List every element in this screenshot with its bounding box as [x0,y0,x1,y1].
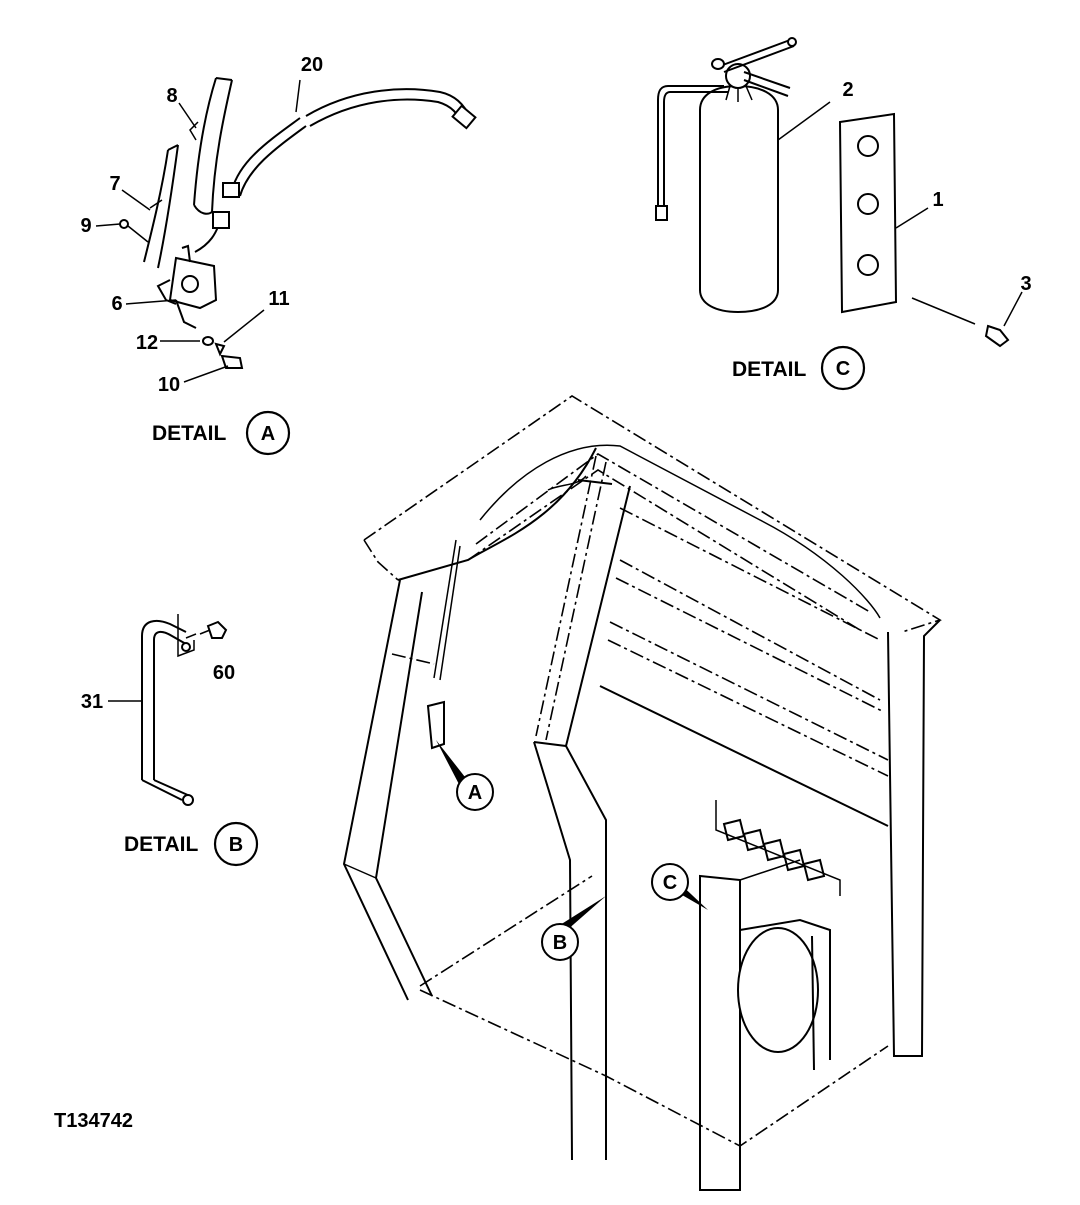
callout-c-letter: C [663,872,677,894]
detail-c-letter: C [836,358,850,380]
cab-structure [342,395,942,1191]
callout-a-letter: A [468,782,482,804]
part-label-20: 20 [301,54,323,76]
part-label-9: 9 [80,215,91,237]
detail-c-drawing [655,37,1023,348]
part-label-31: 31 [81,691,103,713]
detail-a-caption: DETAIL A [152,410,291,456]
part-label-12: 12 [136,332,158,354]
detail-b-drawing [108,614,228,806]
part-label-11: 11 [268,288,289,310]
detail-b-letter: B [229,834,243,856]
figure-id: T134742 [54,1110,133,1132]
part-label-2: 2 [842,79,853,101]
callout-c: C [651,863,689,901]
detail-c-caption: DETAIL C [732,345,866,391]
detail-a-letter: A [261,423,275,445]
part-label-10: 10 [158,374,180,396]
part-label-7: 7 [109,173,120,195]
callout-b-letter: B [553,932,567,954]
part-label-1: 1 [932,189,943,211]
detail-b-caption: DETAIL B [124,821,259,867]
callout-b: B [541,923,579,961]
detail-b-word: DETAIL [124,833,198,856]
detail-a-drawing [95,77,477,383]
detail-a-word: DETAIL [152,422,226,445]
part-label-3: 3 [1020,273,1031,295]
part-label-60: 60 [213,662,235,684]
callout-a: A [456,773,494,811]
detail-c-word: DETAIL [732,358,806,381]
callout-pointers [436,740,708,938]
part-label-8: 8 [166,85,177,107]
part-label-6: 6 [111,293,122,315]
